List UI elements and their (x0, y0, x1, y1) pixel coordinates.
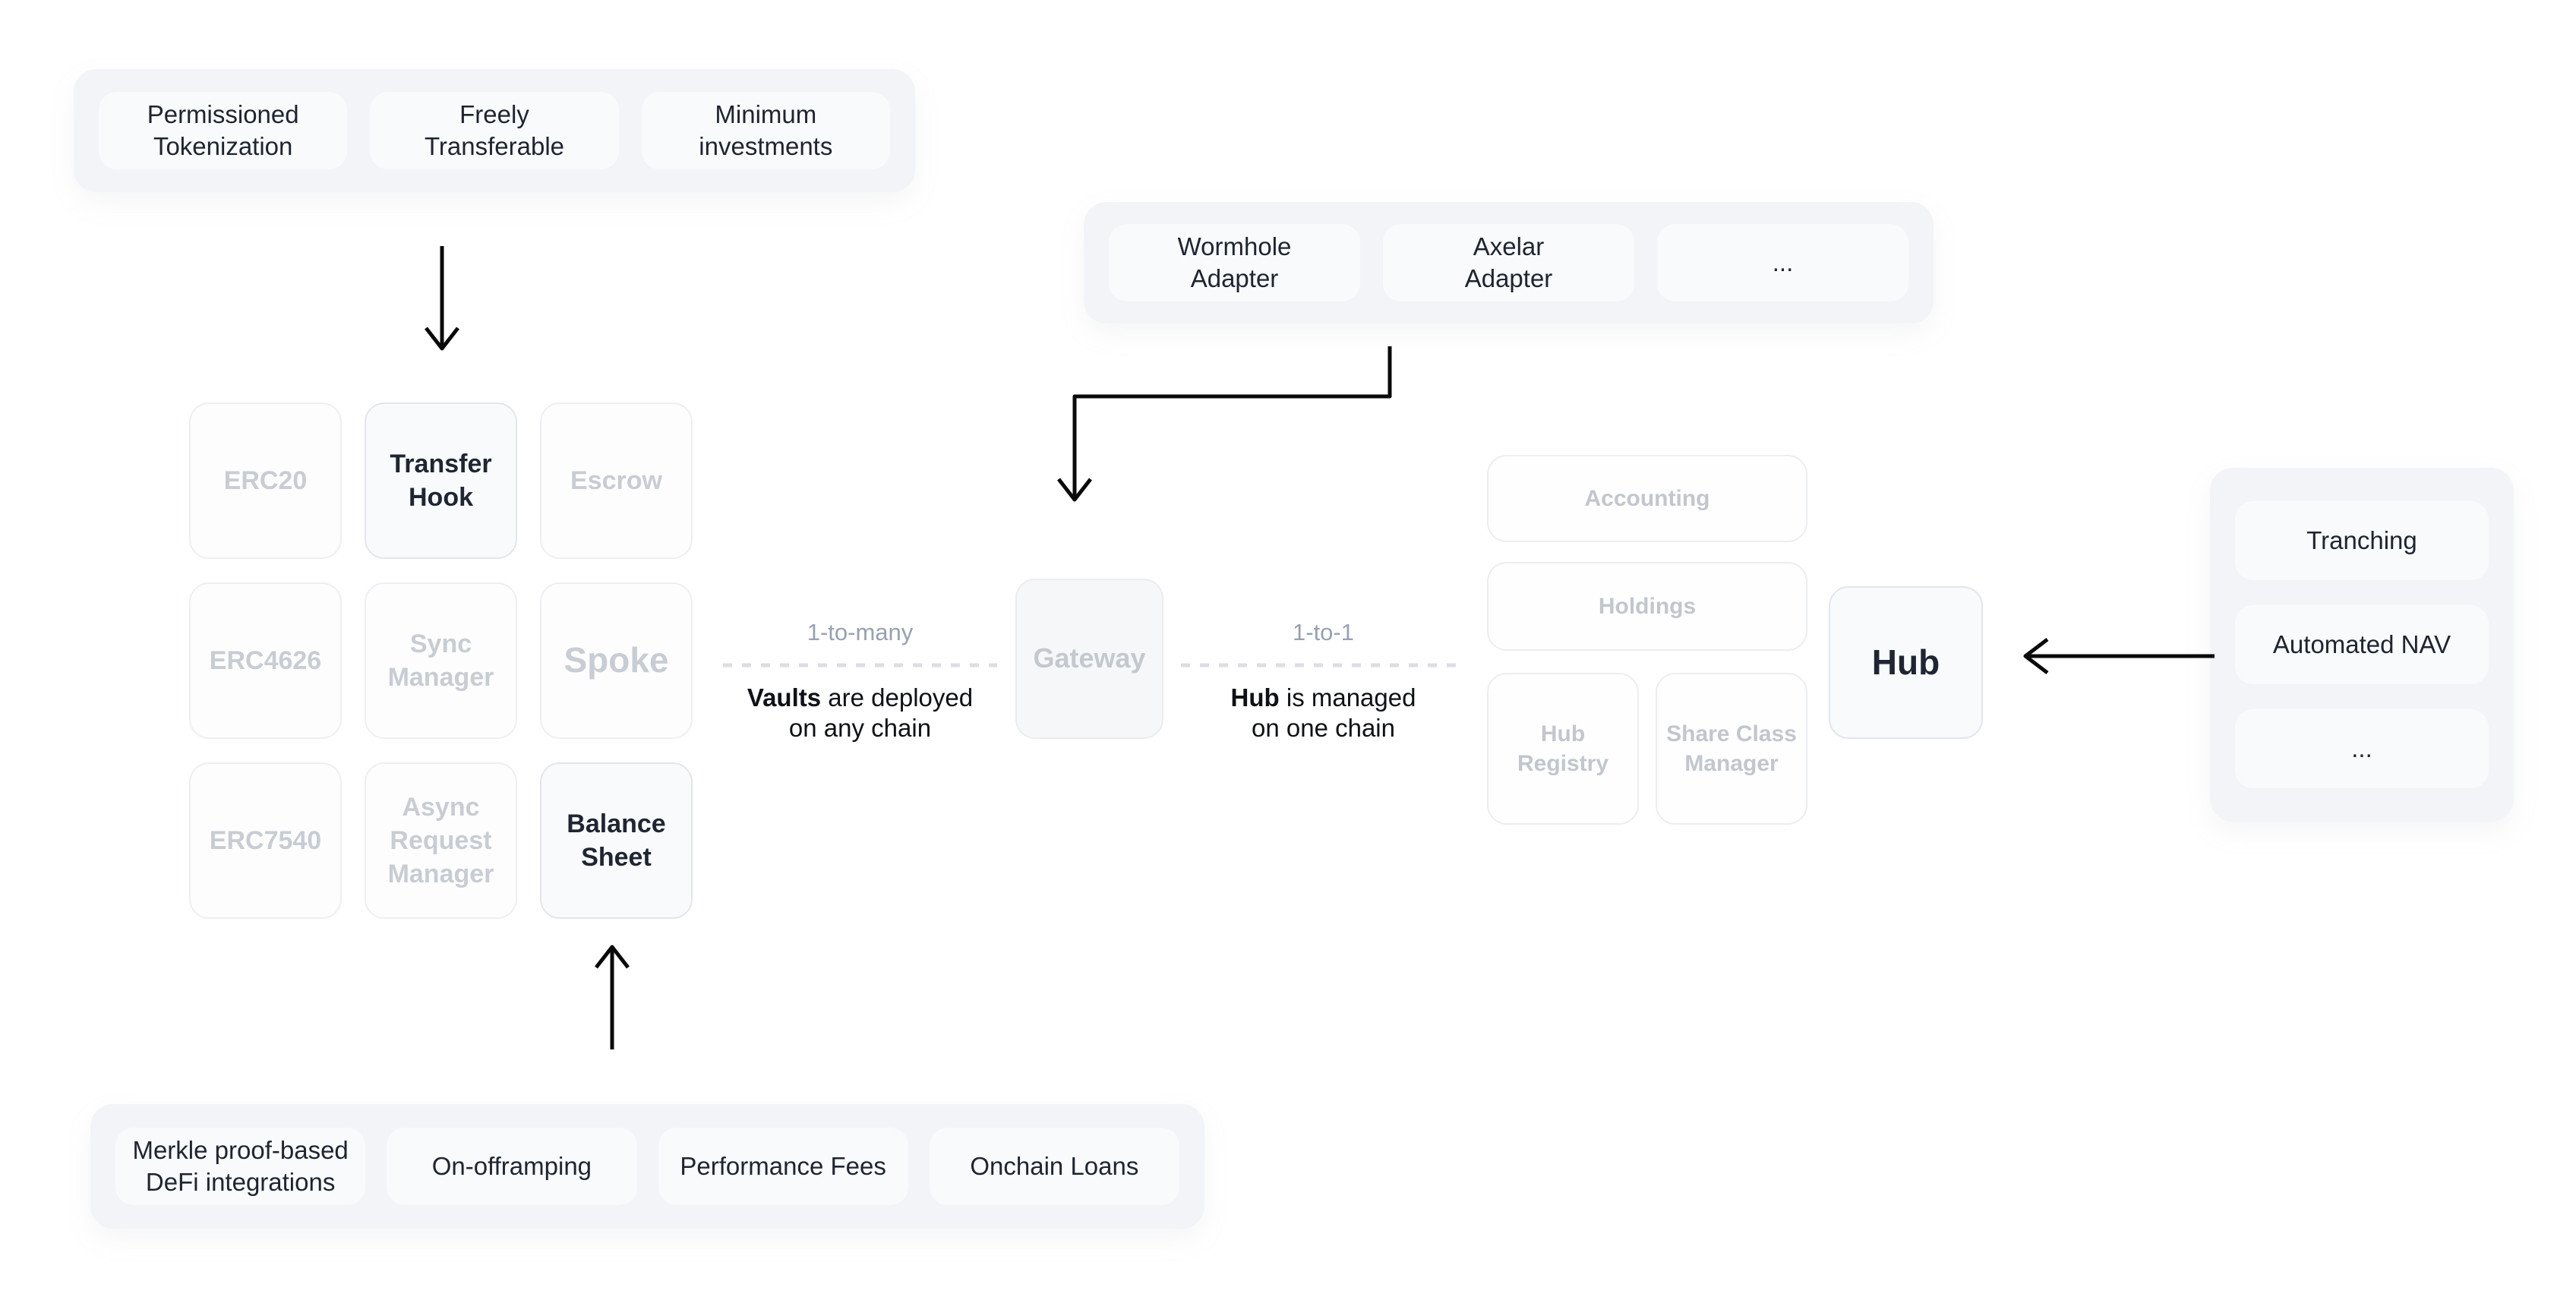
defi-features-group: Merkle proof-based DeFi integrations On-… (90, 1104, 1204, 1229)
arrow-up-defi-to-balance-sheet-icon (595, 945, 630, 1049)
feature-chip-tranching: Tranching (2235, 501, 2489, 580)
card-spoke: Spoke (540, 582, 693, 739)
card-erc4626: ERC4626 (189, 582, 342, 739)
card-escrow: Escrow (540, 402, 693, 559)
relation-label-one-to-one: 1-to-1 (1293, 619, 1354, 645)
feature-chip-on-offramping: On-offramping (387, 1128, 637, 1205)
card-transfer-hook: Transfer Hook (365, 402, 517, 559)
vaults-caption: Vaults are deployed on any chain (685, 683, 1035, 743)
adapter-chip-wormhole: Wormhole Adapter (1109, 224, 1360, 301)
card-erc7540: ERC7540 (189, 762, 342, 919)
tokenization-features-group: Permissioned Tokenization Freely Transfe… (74, 69, 915, 192)
hub-caption-line2: on one chain (1252, 714, 1395, 742)
feature-chip-freely-transferable: Freely Transferable (370, 92, 619, 169)
card-hub-registry: Hub Registry (1487, 673, 1639, 825)
card-erc20: ERC20 (189, 402, 342, 559)
card-share-class-manager: Share Class Manager (1656, 673, 1807, 825)
card-async-request-manager: Async Request Manager (365, 762, 517, 919)
card-holdings: Holdings (1487, 562, 1807, 651)
arrow-down-tokenization-to-transfer-hook-icon (425, 246, 459, 351)
arrow-elbow-adapters-to-gateway-icon (1057, 346, 1392, 502)
feature-chip-merkle-defi-integrations: Merkle proof-based DeFi integrations (115, 1128, 366, 1205)
dashed-link-gateway-to-hub (1181, 663, 1466, 667)
vaults-caption-line1: Vaults are deployed (747, 683, 974, 712)
feature-chip-minimum-investments: Minimum investments (641, 92, 890, 169)
dashed-link-vaults-to-gateway (723, 663, 997, 667)
feature-chip-permissioned-tokenization: Permissioned Tokenization (99, 92, 348, 169)
adapter-chip-more-ellipsis: ... (1657, 224, 1908, 301)
feature-chip-more-ellipsis: ... (2235, 709, 2489, 788)
card-sync-manager: Sync Manager (365, 582, 517, 739)
hub-features-group: Tranching Automated NAV ... (2210, 468, 2514, 822)
feature-chip-onchain-loans: Onchain Loans (929, 1128, 1179, 1205)
adapter-chip-axelar: Axelar Adapter (1383, 224, 1634, 301)
hub-caption: Hub is managed on one chain (1148, 683, 1498, 743)
feature-chip-performance-fees: Performance Fees (658, 1128, 908, 1205)
vaults-caption-line2: on any chain (788, 714, 932, 742)
adapters-group: Wormhole Adapter Axelar Adapter ... (1084, 202, 1934, 323)
relation-label-one-to-many: 1-to-many (807, 619, 914, 645)
card-accounting: Accounting (1487, 455, 1807, 542)
card-hub: Hub (1829, 586, 1983, 739)
arrow-left-features-to-hub-icon (2023, 638, 2215, 674)
card-balance-sheet: Balance Sheet (540, 762, 693, 919)
card-gateway: Gateway (1015, 579, 1163, 739)
feature-chip-automated-nav: Automated NAV (2235, 605, 2489, 684)
vault-cards-grid: ERC20 Transfer Hook Escrow ERC4626 Sync … (189, 402, 693, 919)
hub-caption-line1: Hub is managed (1230, 683, 1416, 712)
